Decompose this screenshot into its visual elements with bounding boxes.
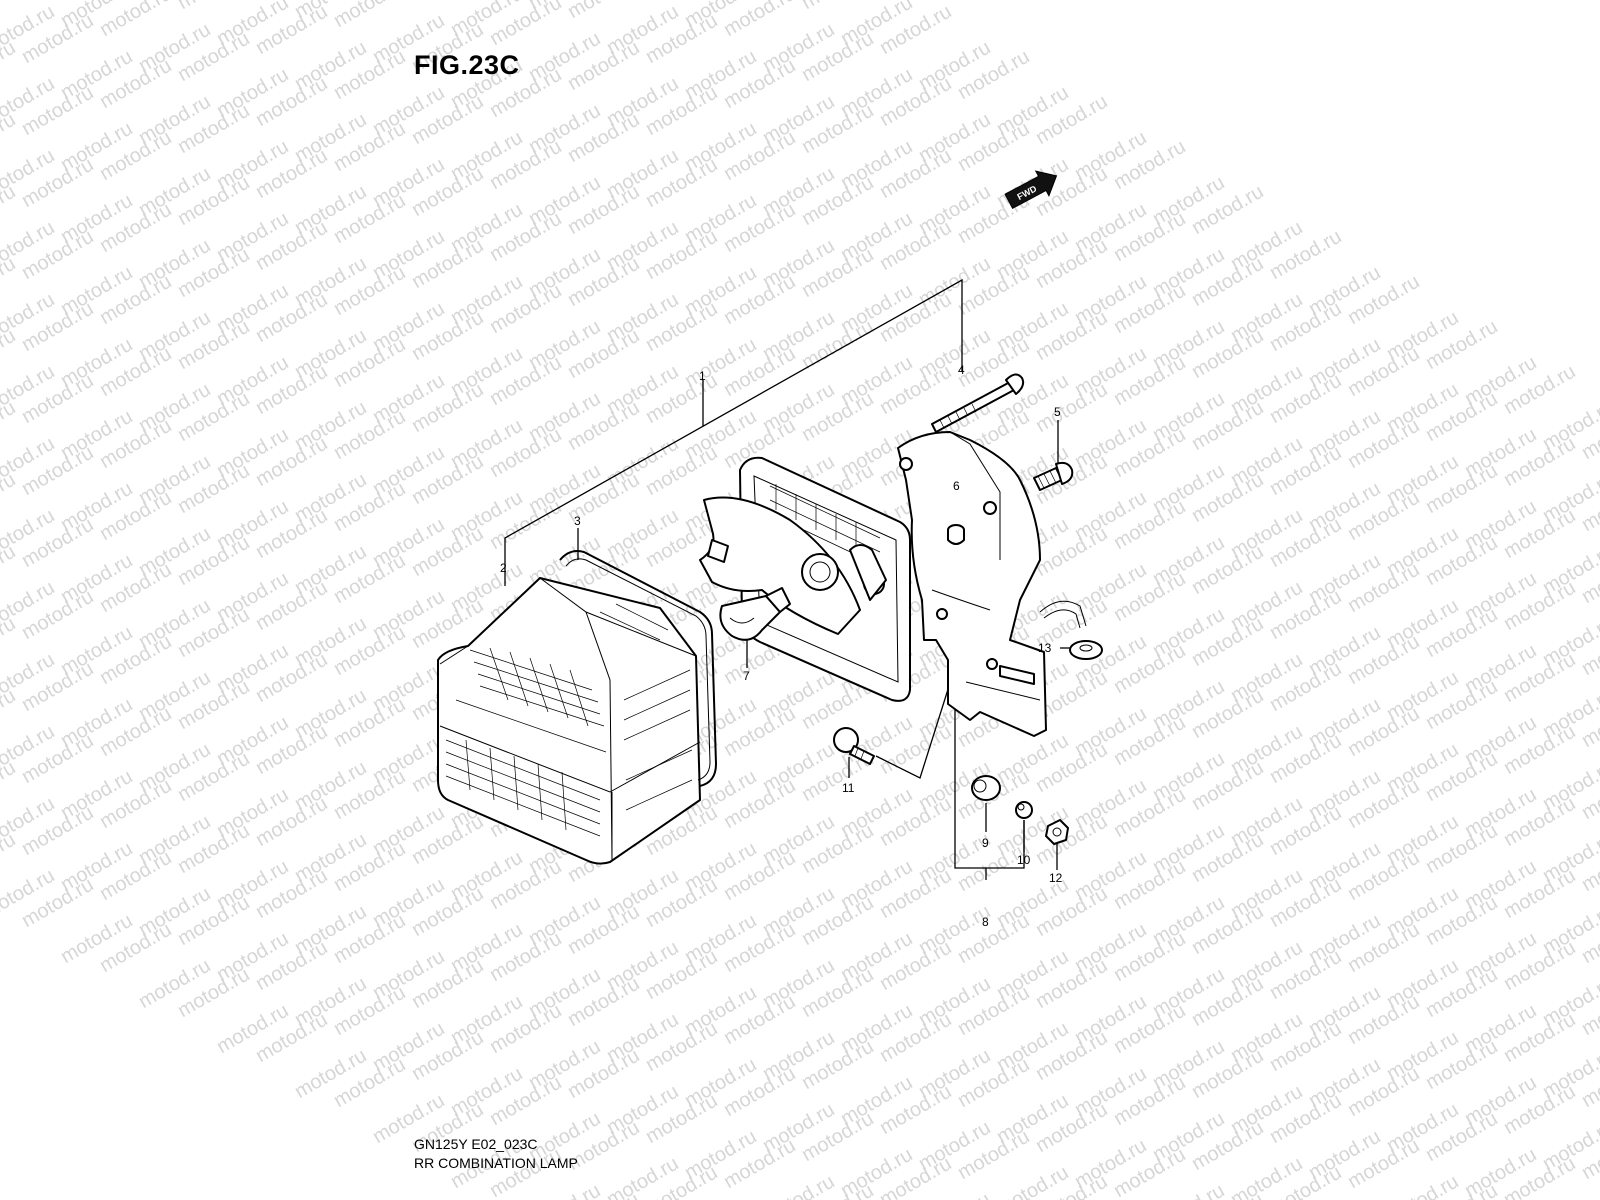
callout-6: 6 [953, 479, 960, 493]
part-lens [437, 577, 701, 865]
fwd-direction-badge: FWD [1004, 170, 1058, 210]
callout-13: 13 [1038, 641, 1052, 655]
callout-3: 3 [574, 514, 581, 528]
callout-7: 7 [743, 669, 750, 683]
part-spacer [947, 524, 965, 545]
callout-4: 4 [958, 363, 965, 377]
callout-9: 9 [982, 836, 989, 850]
callout-labels: 1 2 3 4 5 6 7 8 9 10 11 12 13 [500, 363, 1063, 929]
callout-5: 5 [1054, 405, 1061, 419]
part-grommet [971, 775, 1001, 801]
callout-12: 12 [1049, 871, 1063, 885]
figure-name: RR COMBINATION LAMP [414, 1155, 578, 1171]
callout-1: 1 [699, 369, 706, 383]
part-bulb [719, 587, 791, 641]
part-cushion [1069, 640, 1103, 660]
callout-2: 2 [500, 561, 507, 575]
part-lamp-housing [699, 456, 911, 702]
leader-bracket-1 [504, 278, 963, 548]
callout-8: 8 [982, 915, 989, 929]
part-collar [1015, 801, 1033, 819]
part-gasket [559, 550, 717, 787]
forward-arrow-icon [1004, 170, 1058, 210]
part-bracket [897, 431, 1087, 737]
part-long-bolt [931, 373, 1025, 433]
part-nut [1045, 819, 1069, 845]
callout-11: 11 [842, 781, 855, 795]
part-screw [833, 727, 875, 765]
callout-10: 10 [1017, 853, 1031, 867]
figure-title: FIG.23C [414, 50, 520, 80]
figure-model-code: GN125Y E02_023C [414, 1136, 538, 1152]
part-short-bolt [1033, 461, 1074, 491]
